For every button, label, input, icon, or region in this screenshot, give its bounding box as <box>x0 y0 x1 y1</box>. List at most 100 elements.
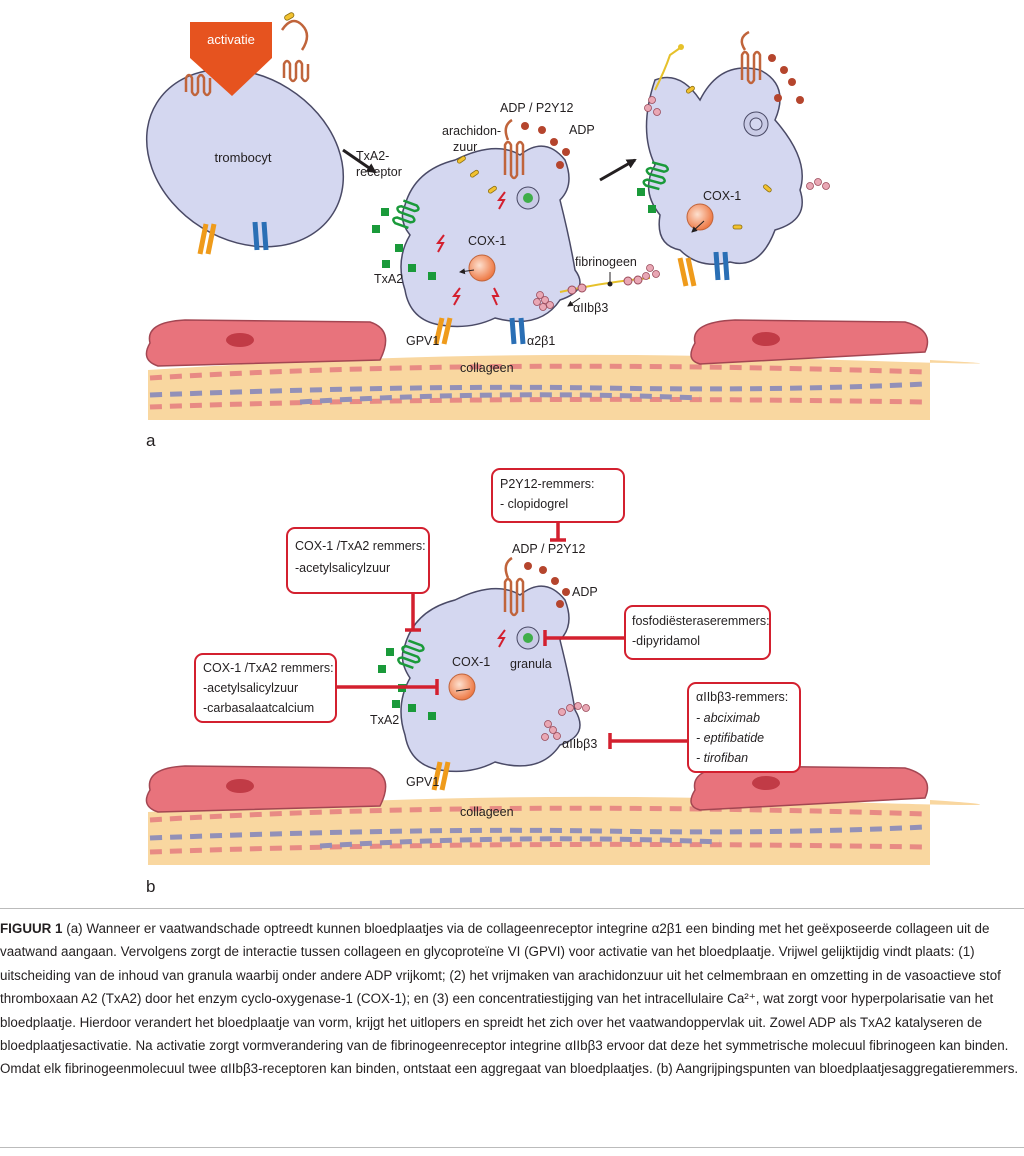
box-p2y12-title: P2Y12-remmers: <box>500 477 594 491</box>
adp-label: ADP <box>572 585 598 599</box>
panel-b-label: b <box>146 877 155 896</box>
box-cox-left-item: -carbasalaatcalcium <box>203 701 314 715</box>
collageen-label: collageen <box>460 805 514 819</box>
spread-platelet: COX-1 <box>637 30 830 287</box>
txa2-receptor-icon <box>397 639 425 670</box>
endothelial-nucleus-left <box>226 333 254 347</box>
fibrinogeen-label: fibrinogeen <box>575 255 637 269</box>
box-integrin-title: αIIbβ3-remmers: <box>696 690 788 704</box>
txa2-receptor-label-line1: TxA2- <box>356 149 389 163</box>
box-cox-left-item: -acetylsalicylzuur <box>203 681 298 695</box>
txa2-receptor-icon <box>392 199 420 230</box>
box-pde-item: -dipyridamol <box>632 634 700 648</box>
arachidonzuur-label-line2: zuur <box>453 140 477 154</box>
arachidonzuur-molecules <box>685 85 772 230</box>
caption-text: (a) Wanneer er vaatwandschade optreedt k… <box>0 921 1019 1077</box>
adp-molecules <box>524 562 570 608</box>
arachidonzuur-label-line1: arachidon- <box>442 124 501 138</box>
receptor-icon <box>740 30 762 85</box>
integrin-label: αIIbβ3 <box>562 737 597 751</box>
cox1-right-label: COX-1 <box>703 189 741 203</box>
lightning-icon <box>452 287 461 306</box>
arachidonzuur-molecules <box>456 155 497 194</box>
p2y12-receptor-icon <box>503 556 525 617</box>
box-p2y12-item: - clopidogrel <box>500 497 568 511</box>
endothelial-cell-left <box>145 319 387 367</box>
adp-particle <box>284 12 295 21</box>
activated-platelet: COX-1 <box>356 101 595 375</box>
box-p2y12: P2Y12-remmers: - clopidogrel <box>491 468 625 523</box>
collagen-fibers <box>149 805 926 855</box>
activated-platelet-b: COX-1 granula ADP / P2Y12 ADP TxA2 <box>370 542 598 819</box>
box-cox-top: COX-1 /TxA2 remmers: -acetylsalicylzuur <box>286 527 430 594</box>
box-cox-top-title: COX-1 /TxA2 remmers: <box>295 539 426 553</box>
cox1-enzyme-icon <box>468 254 496 282</box>
adp-molecules <box>521 122 570 169</box>
vessel-wall-b <box>145 765 980 865</box>
gpv1-label: GPV1 <box>406 775 439 789</box>
p2y12-receptor-icon <box>503 118 525 180</box>
fibrinogen-bridge: fibrinogeen αIIbβ3 <box>533 255 651 315</box>
box-cox-left: COX-1 /TxA2 remmers: -acetylsalicylzuur … <box>194 653 337 723</box>
box-integrin-item: - tirofiban <box>696 751 748 765</box>
txa2-label: TxA2 <box>374 272 403 286</box>
endothelial-nucleus-left <box>226 779 254 793</box>
figure-diagram: trombocyt activatie COX-1 <box>145 12 980 896</box>
resting-platelet: trombocyt <box>145 12 345 255</box>
granula-label: granula <box>510 657 552 671</box>
lightning-icon <box>491 287 500 306</box>
trombocyt-label: trombocyt <box>214 150 271 165</box>
cox1-label: COX-1 <box>452 655 490 669</box>
adp-p2y12-label: ADP / P2Y12 <box>512 542 585 556</box>
cox1-enzyme-icon <box>448 673 476 701</box>
box-pde: fosfodiësteraseremmers: -dipyridamol <box>624 605 771 660</box>
a2b1-receptor-icon <box>713 251 730 281</box>
receptor-icon <box>280 19 310 83</box>
integrin-cluster <box>533 291 554 311</box>
a2b1-receptor-icon <box>509 317 526 345</box>
gpv1-receptor-icon <box>433 317 453 345</box>
cox1-label: COX-1 <box>468 234 506 248</box>
vessel-wall-a <box>145 319 980 420</box>
integrin-label: αIIbβ3 <box>573 301 608 315</box>
txa2-molecules <box>637 188 656 213</box>
lightning-icon <box>497 191 506 210</box>
lightning-icon <box>436 234 445 253</box>
arrow-right-icon <box>342 148 377 174</box>
box-integrin: αIIbβ3-remmers: - abciximab - eptifibati… <box>687 682 801 773</box>
box-cox-top-item: -acetylsalicylzuur <box>295 561 390 575</box>
collagen-fibers <box>149 363 926 410</box>
figure-caption: FIGUUR 1 (a) Wanneer er vaatwandschade o… <box>0 908 1024 1148</box>
cox1-enzyme-icon <box>686 203 714 231</box>
panel-a: trombocyt activatie COX-1 <box>145 12 980 450</box>
gpv1-receptor-icon <box>197 223 217 255</box>
endothelial-cell-right <box>690 319 929 365</box>
arrow-right-icon <box>599 158 637 182</box>
txa2-label: TxA2 <box>370 713 399 727</box>
box-integrin-item: - eptifibatide <box>696 731 764 745</box>
panel-a-label: a <box>146 431 156 450</box>
txa2-receptor-icon <box>642 161 669 191</box>
txa2-receptor-label-line2: receptor <box>356 165 402 179</box>
box-integrin-item: - abciximab <box>696 711 760 725</box>
inhibitor-lines <box>336 522 688 749</box>
activatie-arrow: activatie <box>190 22 272 96</box>
a2b1-label: α2β1 <box>527 334 555 348</box>
adp-molecules <box>768 54 804 104</box>
lightning-icon <box>497 629 506 648</box>
integrin-cluster <box>642 96 830 280</box>
gpv1-label: GPV1 <box>406 334 439 348</box>
collageen-label: collageen <box>460 361 514 375</box>
adp-p2y12-label: ADP / P2Y12 <box>500 101 573 115</box>
a2b1-receptor-icon <box>252 221 269 251</box>
adp-label: ADP <box>569 123 595 137</box>
gpv1-receptor-icon <box>677 257 697 287</box>
endothelial-nucleus-right <box>752 776 780 790</box>
activatie-label: activatie <box>207 32 255 47</box>
gpv1-receptor-icon <box>431 761 451 791</box>
caption-label: FIGUUR 1 <box>0 921 63 936</box>
box-cox-left-title: COX-1 /TxA2 remmers: <box>203 661 334 675</box>
panel-b: COX-1 granula ADP / P2Y12 ADP TxA2 <box>145 468 980 896</box>
receptor-icon <box>184 73 212 97</box>
integrin-cluster <box>541 702 590 741</box>
